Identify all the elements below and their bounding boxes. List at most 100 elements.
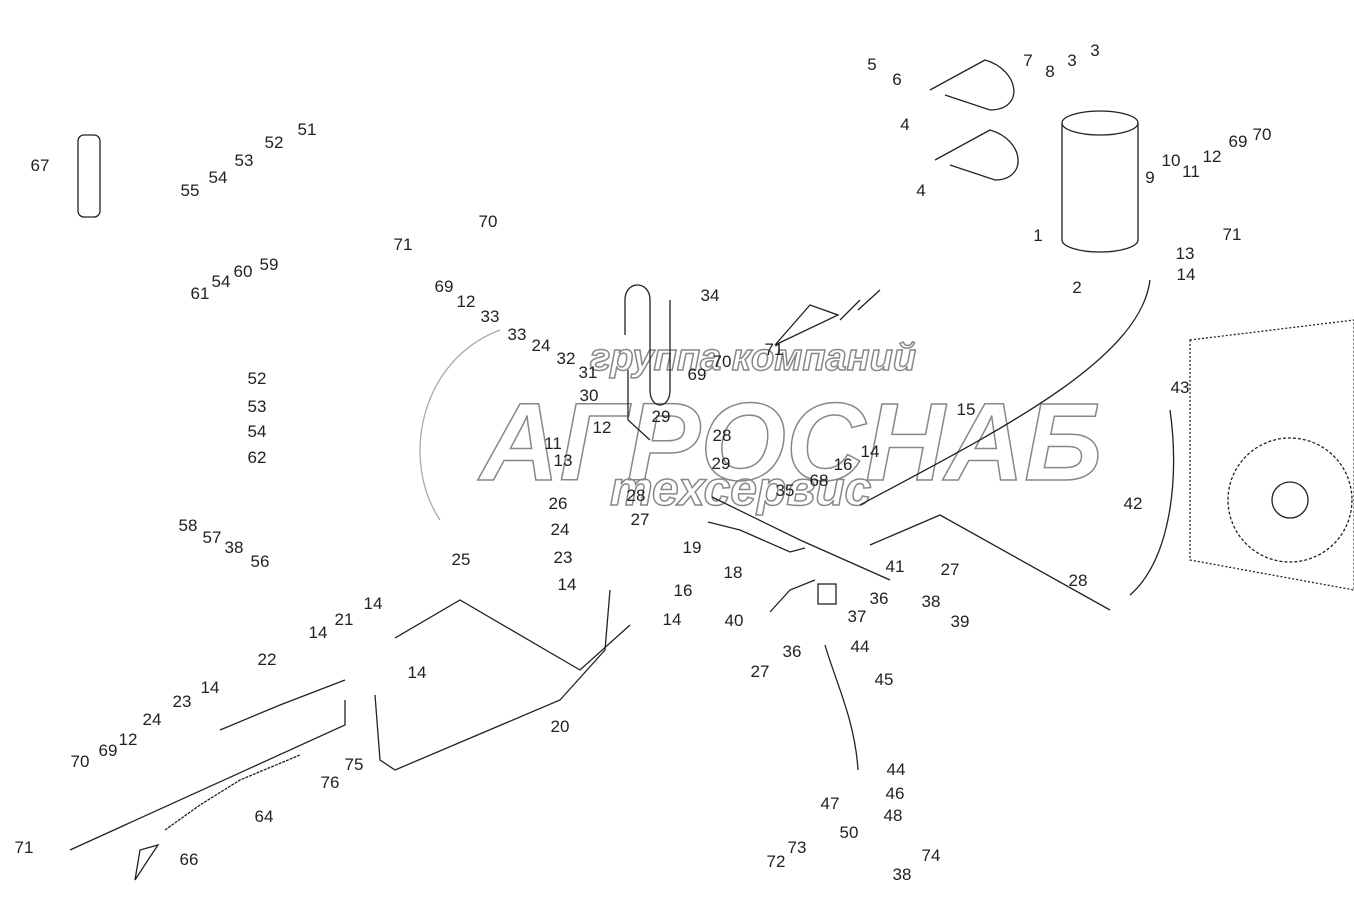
callout-33: 33 [508, 325, 527, 344]
callout-14: 14 [309, 623, 328, 642]
frame-line-right [869, 514, 1111, 611]
callout-62: 62 [248, 448, 267, 467]
callout-23: 23 [173, 692, 192, 711]
callout-70: 70 [1253, 125, 1272, 144]
corrugated-hose [77, 134, 101, 218]
callout-53: 53 [235, 151, 254, 170]
callout-74: 74 [922, 846, 941, 865]
callout-75: 75 [345, 755, 364, 774]
callout-24: 24 [551, 520, 570, 539]
pipe-35 [711, 496, 891, 581]
callout-71: 71 [765, 340, 784, 359]
callout-8: 8 [1045, 62, 1054, 81]
callout-4: 4 [900, 115, 909, 134]
callout-44: 44 [851, 637, 870, 656]
callout-47: 47 [821, 794, 840, 813]
callout-54: 54 [248, 422, 267, 441]
callout-13: 13 [554, 451, 573, 470]
direction-arrow [774, 289, 881, 346]
tank-strap-lower [934, 129, 1019, 181]
callout-14: 14 [861, 442, 880, 461]
engine [1189, 319, 1354, 591]
callout-71: 71 [15, 838, 34, 857]
callout-56: 56 [251, 552, 270, 571]
callout-14: 14 [663, 610, 682, 629]
callout-70: 70 [71, 752, 90, 771]
callout-22: 22 [258, 650, 277, 669]
callout-57: 57 [203, 528, 222, 547]
callout-69: 69 [688, 365, 707, 384]
parts [69, 59, 1354, 881]
callout-20: 20 [551, 717, 570, 736]
callout-1: 1 [1033, 226, 1042, 245]
callout-43: 43 [1171, 378, 1190, 397]
hose-45 [824, 644, 859, 771]
callout-27: 27 [751, 662, 770, 681]
callout-27: 27 [631, 510, 650, 529]
callout-21: 21 [335, 610, 354, 629]
callout-9: 9 [1145, 168, 1154, 187]
callout-38: 38 [225, 538, 244, 557]
callout-70: 70 [713, 352, 732, 371]
watermark-line3: техсервис [610, 463, 871, 516]
callout-39: 39 [951, 612, 970, 631]
watermark-line2: АГРОСНАБ [477, 381, 1102, 504]
callout-36: 36 [783, 642, 802, 661]
callout-5: 5 [867, 55, 876, 74]
callout-69: 69 [1229, 132, 1248, 151]
callout-51: 51 [298, 120, 317, 139]
callout-41: 41 [886, 557, 905, 576]
callout-69: 69 [435, 277, 454, 296]
callout-28: 28 [627, 486, 646, 505]
callout-24: 24 [143, 710, 162, 729]
callout-60: 60 [234, 262, 253, 281]
frame-line [69, 700, 346, 851]
callout-26: 26 [549, 494, 568, 513]
callout-3: 3 [1067, 51, 1076, 70]
callout-2: 2 [1072, 278, 1081, 297]
callout-27: 27 [941, 560, 960, 579]
pipe-40 [769, 579, 816, 613]
callout-48: 48 [884, 806, 903, 825]
air-tank [1061, 110, 1139, 253]
pipe-25 [394, 599, 631, 671]
callout-6: 6 [892, 70, 901, 89]
callout-71: 71 [1223, 225, 1242, 244]
callout-29: 29 [652, 407, 671, 426]
callout-34: 34 [701, 286, 720, 305]
callout-19: 19 [683, 538, 702, 557]
pipe-34 [624, 284, 671, 406]
callout-58: 58 [179, 516, 198, 535]
callout-12: 12 [593, 418, 612, 437]
pipe-20 [374, 589, 611, 771]
callout-35: 35 [776, 481, 795, 500]
callout-73: 73 [788, 838, 807, 857]
callout-14: 14 [201, 678, 220, 697]
pipe-15 [859, 279, 1151, 506]
valve-37 [817, 583, 837, 605]
callout-52: 52 [265, 133, 284, 152]
callout-7: 7 [1023, 51, 1032, 70]
callout-15: 15 [957, 400, 976, 419]
callout-11: 11 [544, 434, 562, 453]
callout-30: 30 [580, 386, 599, 405]
callout-69: 69 [99, 741, 118, 760]
callout-14: 14 [1177, 265, 1196, 284]
callout-24: 24 [532, 336, 551, 355]
callout-54: 54 [209, 168, 228, 187]
callout-55: 55 [181, 181, 200, 200]
callout-31: 31 [579, 363, 598, 382]
pipe-30 [627, 370, 651, 441]
spring-64 [164, 754, 301, 831]
callout-4: 4 [916, 181, 925, 200]
callout-68: 68 [810, 471, 829, 490]
callout-14: 14 [558, 575, 577, 594]
hose-42 [1129, 409, 1175, 596]
tank-strap-upper [929, 59, 1015, 111]
callout-12: 12 [119, 730, 138, 749]
callout-72: 72 [767, 852, 786, 871]
callout-36: 36 [870, 589, 889, 608]
callout-45: 45 [875, 670, 894, 689]
callout-28: 28 [713, 426, 732, 445]
